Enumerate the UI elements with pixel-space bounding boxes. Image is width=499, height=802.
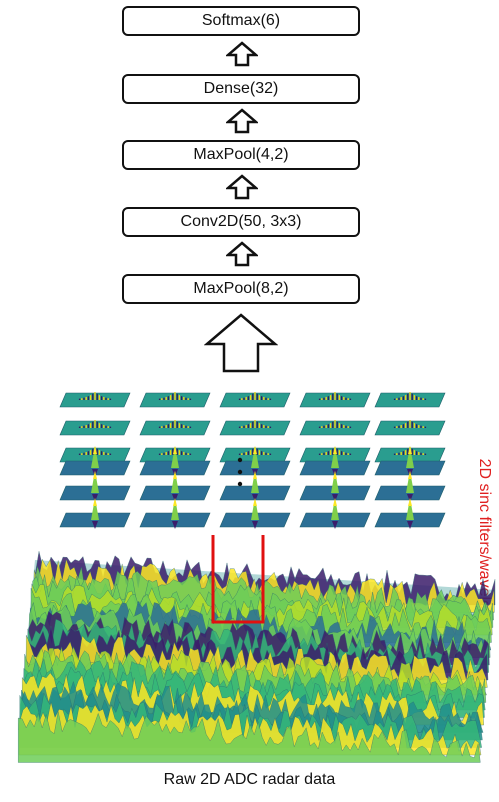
filter-tile — [139, 471, 211, 502]
filter-tile — [59, 498, 131, 529]
filter-tile — [374, 446, 446, 477]
layer-maxpool-4-2: MaxPool(4,2) — [122, 140, 360, 170]
filter-tile — [139, 392, 211, 408]
filter-tile — [219, 420, 291, 436]
layer-maxpool-8-2: MaxPool(8,2) — [122, 274, 360, 304]
up-arrow-icon — [226, 174, 258, 200]
filter-tile — [219, 471, 291, 502]
filter-tile — [299, 446, 371, 477]
layer-conv2d: Conv2D(50, 3x3) — [122, 207, 360, 237]
input-arrow-icon — [211, 535, 265, 624]
filter-tile — [59, 420, 131, 436]
up-arrow-icon — [226, 241, 258, 267]
filter-tile — [139, 420, 211, 436]
ellipsis-dot — [237, 457, 243, 463]
layer-softmax: Softmax(6) — [122, 6, 360, 36]
filter-tile — [299, 420, 371, 436]
filter-tile — [219, 446, 291, 477]
filter-bank-illustration — [59, 392, 446, 529]
filter-tile — [374, 420, 446, 436]
filter-tile — [219, 392, 291, 408]
filter-tile — [374, 498, 446, 529]
ellipsis-dot — [237, 469, 243, 475]
filter-tile — [139, 446, 211, 477]
raw-radar-data-surface — [18, 535, 496, 763]
raw-data-caption: Raw 2D ADC radar data — [163, 771, 336, 788]
filter-tile — [299, 392, 371, 408]
filter-tile — [299, 498, 371, 529]
filter-tile — [219, 498, 291, 529]
layer-label: MaxPool(4,2) — [193, 146, 289, 163]
layer-label: Dense(32) — [203, 80, 279, 97]
filter-tile — [374, 471, 446, 502]
filter-tile — [59, 392, 131, 408]
layer-label: Conv2D(50, 3x3) — [180, 213, 302, 230]
up-arrow-icon — [226, 41, 258, 67]
layer-label: Softmax(6) — [201, 12, 281, 29]
filter-tile — [374, 392, 446, 408]
large-up-arrow-icon — [204, 313, 278, 373]
ellipsis-dot — [237, 481, 243, 487]
up-arrow-icon — [226, 108, 258, 134]
filter-tile — [59, 471, 131, 502]
layer-label: MaxPool(8,2) — [193, 280, 289, 297]
layer-dense: Dense(32) — [122, 74, 360, 104]
filter-tile — [139, 498, 211, 529]
filter-tile — [299, 471, 371, 502]
